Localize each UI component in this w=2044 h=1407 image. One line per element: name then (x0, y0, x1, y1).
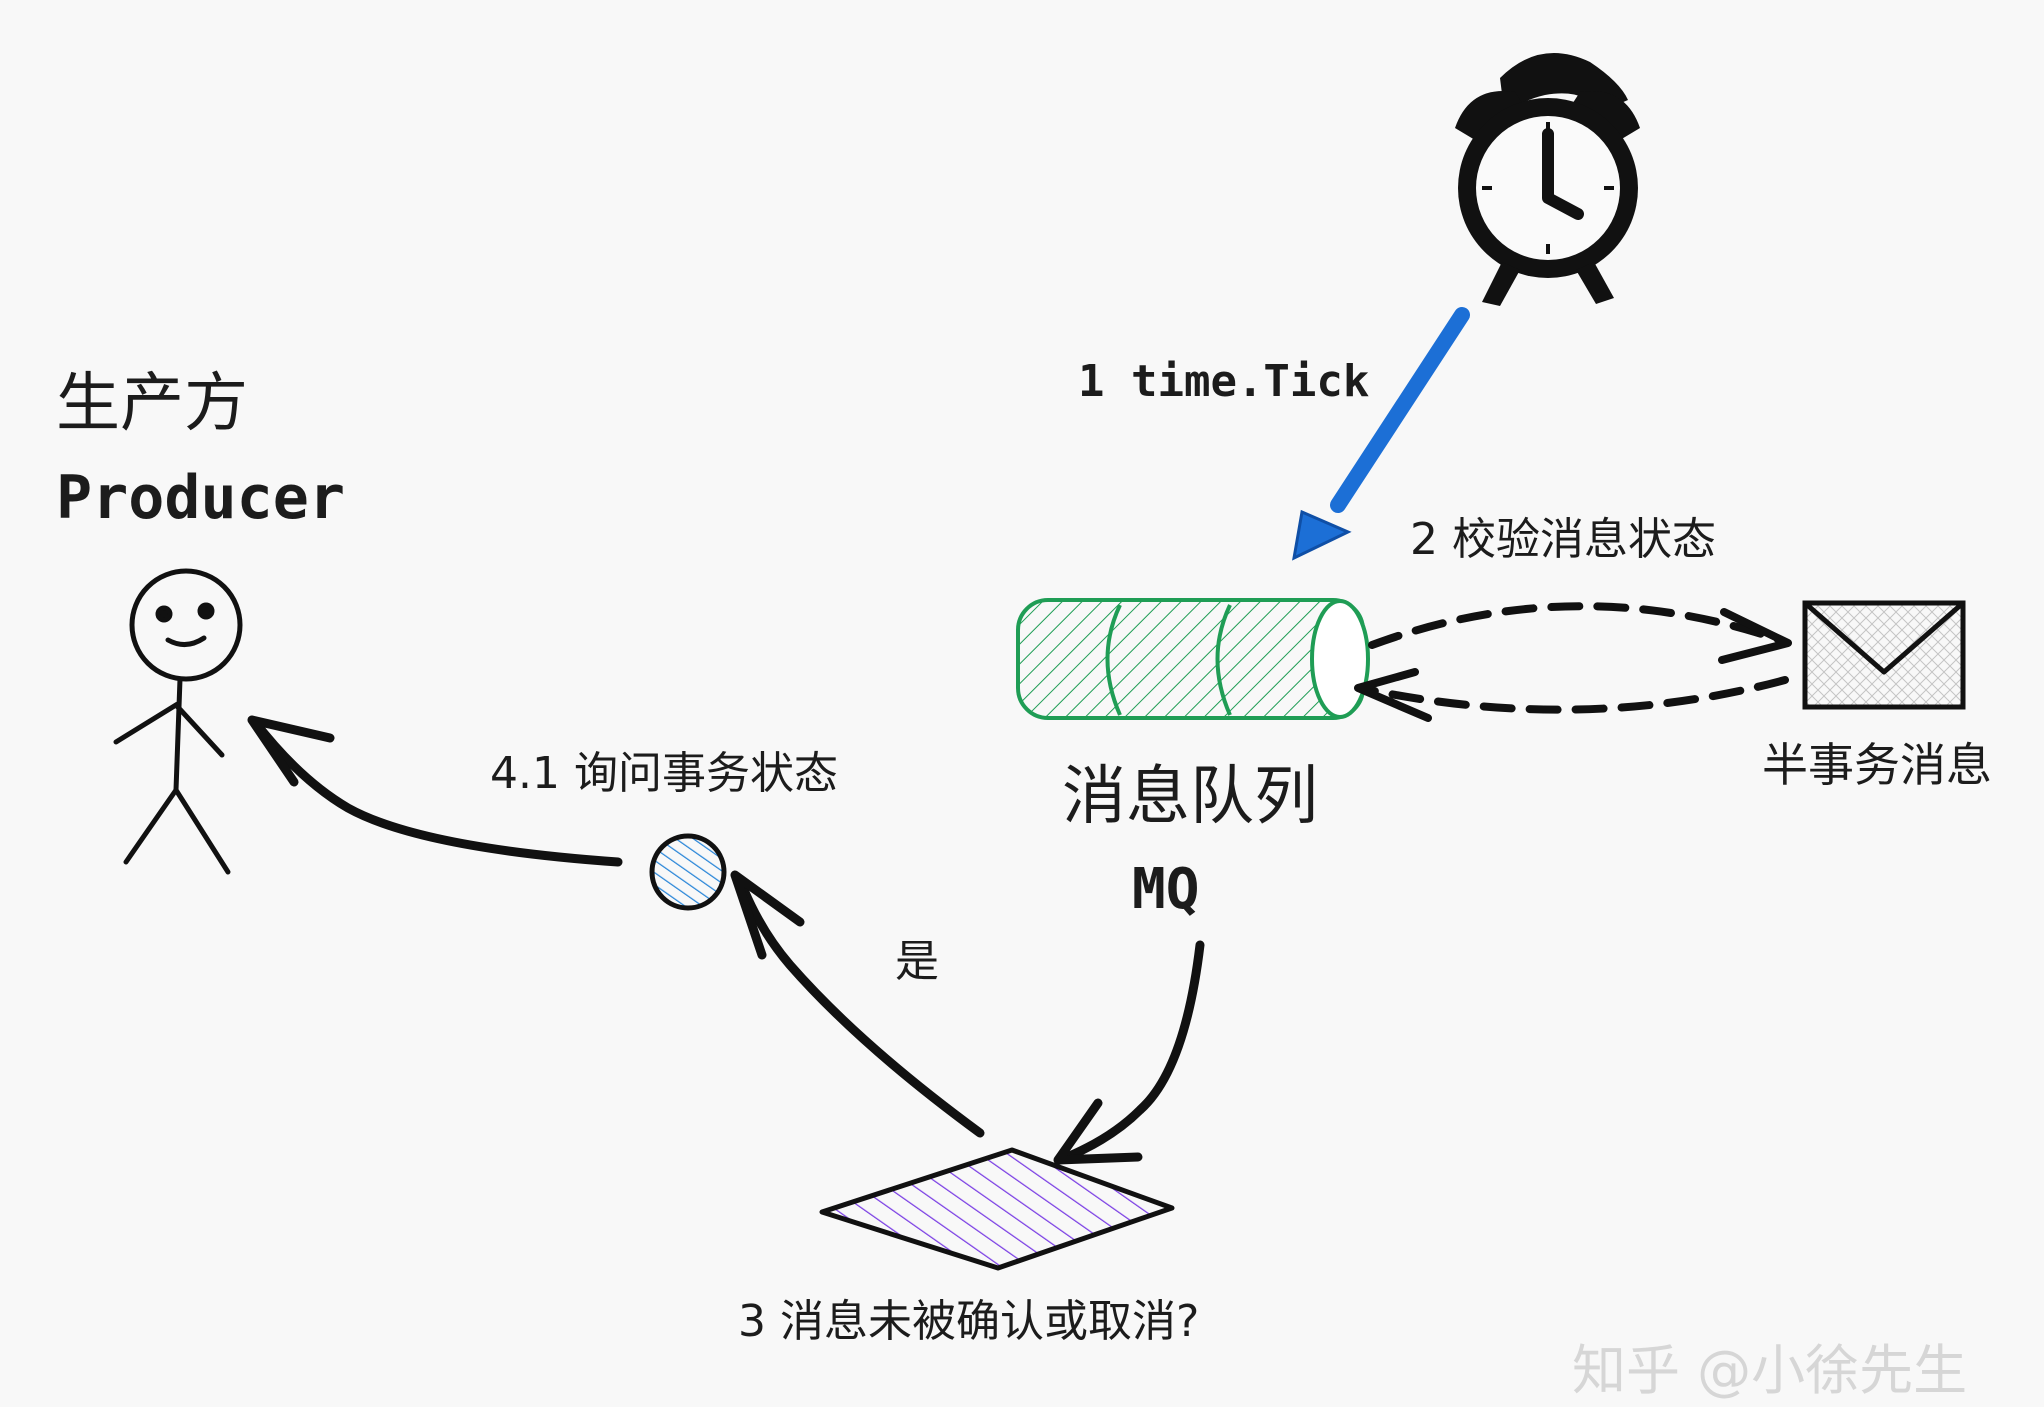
arrow-to-producer (247, 715, 623, 867)
mq-title-en: MQ (1132, 857, 1200, 922)
dashed-arrow-to-queue (1354, 668, 1789, 722)
step3-label: 3 消息未被确认或取消? (738, 1296, 1200, 1347)
decision-diamond-icon (819, 1147, 1175, 1271)
producer-title-cn: 生产方 (56, 367, 248, 441)
queue-cylinder-icon (1016, 598, 1370, 720)
step4-1-label: 4.1 询问事务状态 (490, 748, 838, 799)
envelope-icon (1802, 600, 1966, 710)
stick-figure-icon (113, 568, 243, 875)
watermark: 知乎 @小徐先生 (1572, 1339, 1968, 1402)
mq-title-cn: 消息队列 (1062, 760, 1318, 834)
arrow-yes (730, 870, 985, 1138)
dashed-arrow-to-message (1368, 602, 1792, 664)
arrow-mq-to-decision (1053, 940, 1205, 1165)
blue-arrow-step1 (1292, 307, 1470, 561)
step2-label: 2 校验消息状态 (1410, 514, 1716, 565)
alarm-clock-icon (1455, 53, 1640, 306)
circle-node-icon (649, 833, 727, 911)
producer-title-en: Producer (56, 463, 345, 533)
half-message-label: 半事务消息 (1762, 738, 1992, 792)
yes-label: 是 (895, 936, 939, 987)
step1-label: 1 time.Tick (1078, 356, 1370, 407)
